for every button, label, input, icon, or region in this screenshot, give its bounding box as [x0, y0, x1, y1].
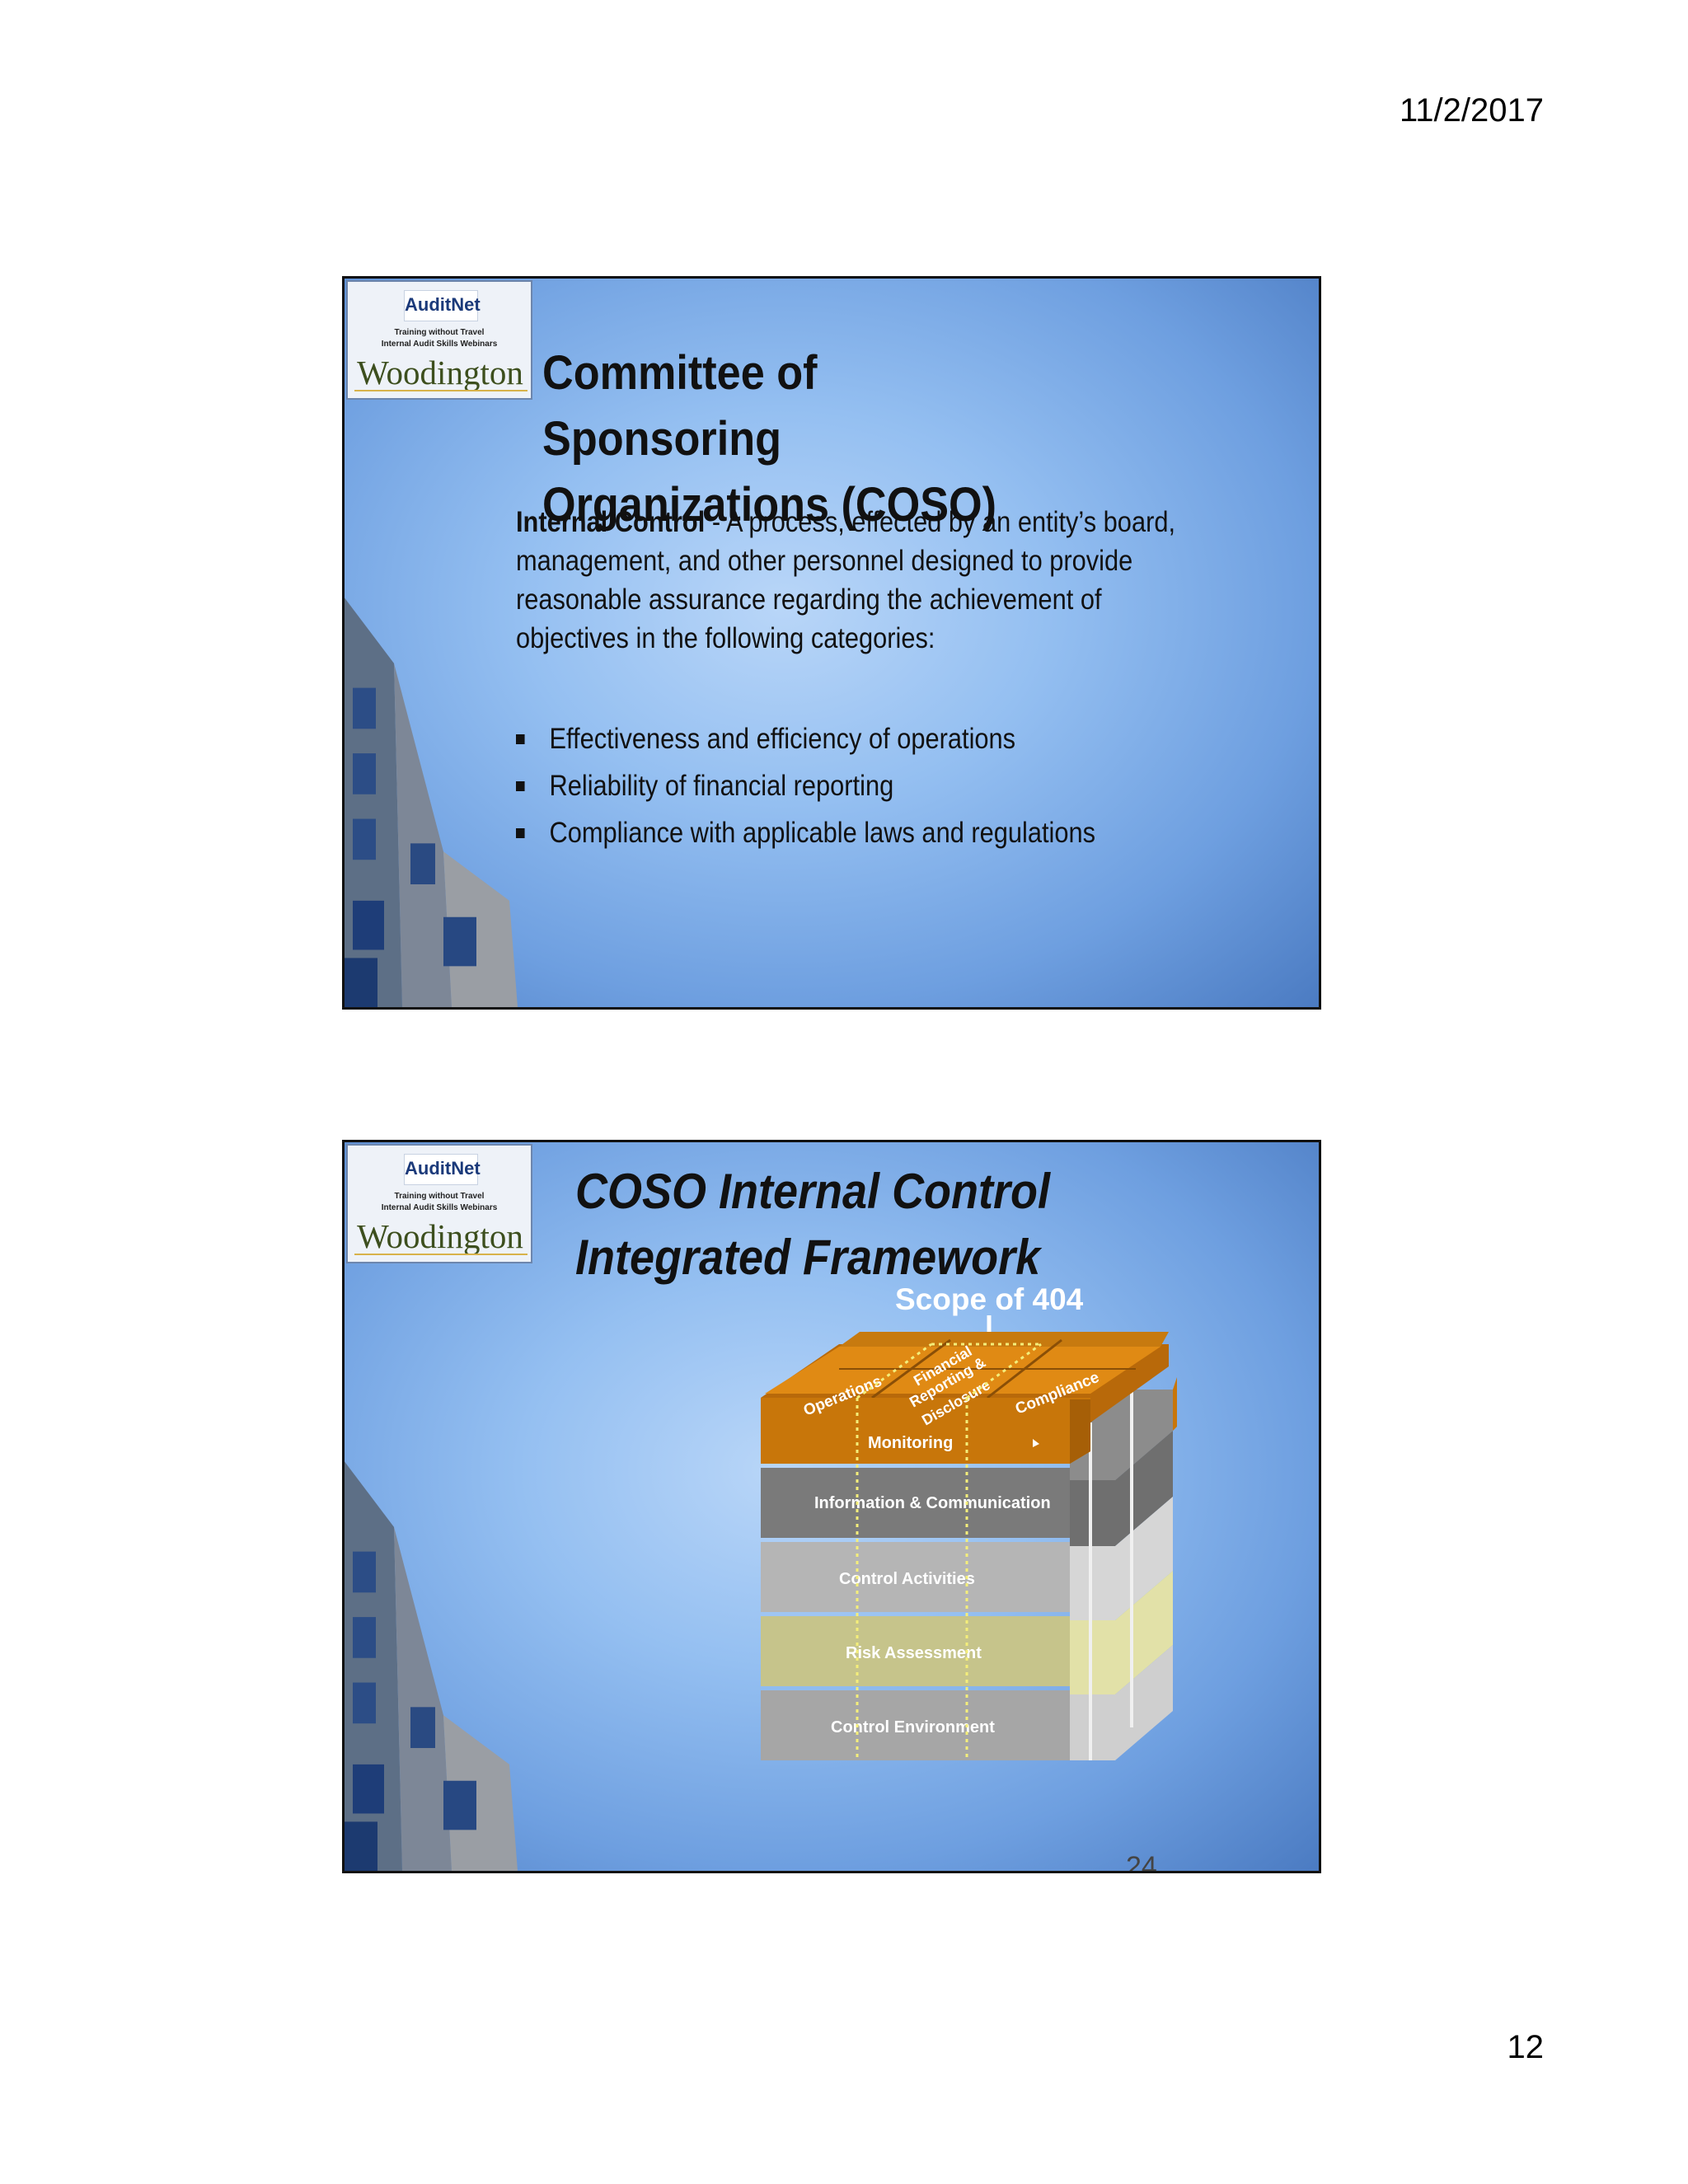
logo-underline: [354, 390, 528, 391]
definition-term: Internal Control: [516, 506, 706, 538]
logo-tagline-2: Internal Audit Skills Webinars: [381, 340, 498, 349]
layer-control-environment-label: Control Environment: [831, 1718, 995, 1736]
list-item-text: Compliance with applicable laws and regu…: [549, 817, 1096, 849]
slide-title-line-2: Organizations (COSO): [542, 478, 997, 532]
list-item: Reliability of financial reporting: [516, 762, 1169, 809]
logo-underline: [354, 1254, 528, 1255]
woodington-logo: AuditNet Training without Travel Interna…: [346, 280, 532, 400]
layer-risk-assessment-label: Risk Assessment: [846, 1644, 982, 1662]
list-item-text: Effectiveness and efficiency of operatio…: [549, 723, 1016, 755]
logo-tagline-2: Internal Audit Skills Webinars: [381, 1203, 498, 1212]
scope-dotted-lines: [856, 1343, 1042, 1760]
list-item: Effectiveness and efficiency of operatio…: [516, 715, 1169, 762]
square-bullet-icon: [516, 733, 525, 744]
slide-coso-framework: AuditNet Training without Travel Interna…: [342, 1140, 1321, 1873]
auditnet-logo: AuditNet: [404, 290, 481, 321]
slide-title-line-1: Committee of Sponsoring: [542, 346, 818, 466]
logo-company-name: Woodington: [357, 1217, 523, 1255]
layer-control-environment: [761, 1690, 1070, 1760]
layer-information-communication: [761, 1468, 1070, 1538]
list-item-text: Reliability of financial reporting: [549, 770, 894, 802]
auditnet-logo: AuditNet: [404, 1154, 481, 1185]
logo-tagline-1: Training without Travel: [394, 328, 485, 337]
slide-title-line-1: COSO Internal Control: [575, 1164, 1051, 1219]
cube-side-faces: [1070, 1377, 1177, 1760]
slide-title: COSO Internal Control Integrated Framewo…: [575, 1159, 1095, 1291]
layer-information-label: Information & Communication: [814, 1494, 1051, 1512]
page-date: 11/2/2017: [1400, 92, 1544, 129]
logo-company-name: Woodington: [357, 354, 523, 391]
logo-tagline-1: Training without Travel: [394, 1192, 485, 1201]
coso-cube-diagram: Monitoring Information & Communication C…: [761, 1315, 1177, 1760]
internal-control-definition: Internal Control - A process, effected b…: [516, 503, 1184, 658]
slide-title-line-2: Integrated Framework: [575, 1230, 1041, 1285]
layer-control-activities-label: Control Activities: [839, 1570, 975, 1588]
layer-risk-assessment: [761, 1616, 1070, 1686]
definition-text: - A process, effected by an entity’s boa…: [516, 506, 1176, 654]
list-item: Compliance with applicable laws and regu…: [516, 809, 1169, 856]
scope-of-404-label: Scope of 404: [895, 1282, 1084, 1316]
objective-categories-list: Effectiveness and efficiency of operatio…: [516, 715, 1169, 856]
slide-number: 24: [1126, 1851, 1157, 1873]
pointer-icon: [1033, 1439, 1039, 1447]
square-bullet-icon: [516, 827, 525, 838]
slide-title: Committee of Sponsoring Organizations (C…: [542, 340, 1062, 538]
layer-monitoring: [761, 1398, 1090, 1464]
layer-monitoring-label: Monitoring: [868, 1434, 953, 1452]
slide-coso-definition: AuditNet Training without Travel Interna…: [342, 276, 1321, 1010]
layer-control-activities: [761, 1542, 1070, 1612]
square-bullet-icon: [516, 780, 525, 791]
page-number: 12: [1507, 2029, 1545, 2065]
woodington-logo: AuditNet Training without Travel Interna…: [346, 1144, 532, 1263]
